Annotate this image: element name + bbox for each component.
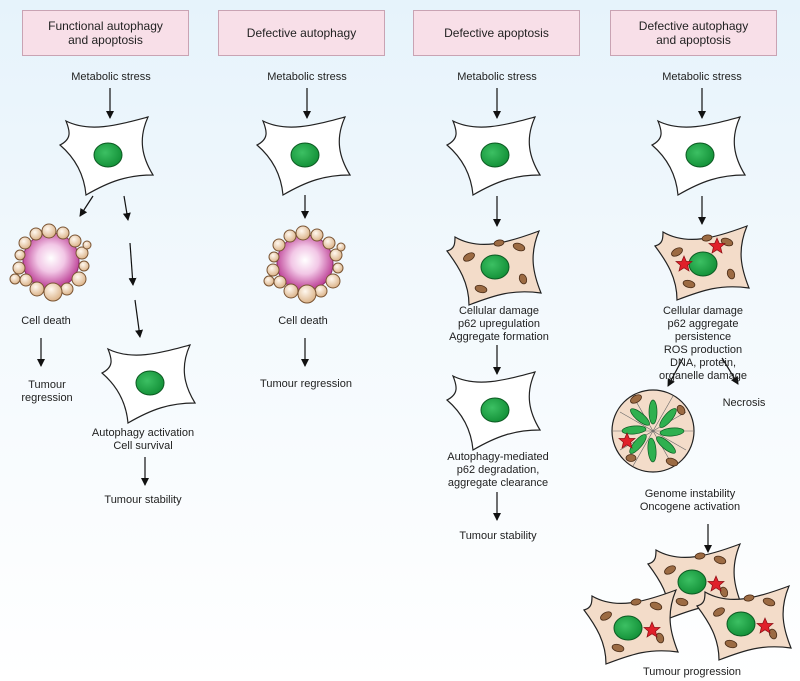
surviving-cell [102,345,195,423]
label-necrosis: Necrosis [722,397,766,409]
header-defective-apoptosis: Defective apoptosis [413,10,580,56]
healthy-cell [447,117,540,195]
label-damage-col4: Cellular damage p62 aggregate persistenc… [658,305,748,382]
mitotic-cell [611,389,695,473]
header-functional-autophagy-apoptosis: Functional autophagy and apoptosis [22,10,189,56]
tumour-cell [697,586,791,660]
label-stress-4: Metabolic stress [662,71,742,83]
label-autophagy-activation: Autophagy activation Cell survival [91,427,195,452]
label-tumour-regression-2: Tumour regression [260,378,352,390]
header-defective-autophagy: Defective autophagy [218,10,385,56]
label-cell-death-1: Cell death [21,315,71,327]
label-degradation: Autophagy-mediated p62 degradation, aggr… [447,451,549,489]
label-stress-1: Metabolic stress [71,71,151,83]
healthy-cell [60,117,153,195]
label-stress-2: Metabolic stress [267,71,347,83]
label-tumour-progression: Tumour progression [642,666,742,678]
label-tumour-stability-1: Tumour stability [104,494,182,506]
label-stress-3: Metabolic stress [457,71,537,83]
damaged-cell-with-ros [654,225,750,301]
label-cell-death-2: Cell death [278,315,328,327]
column-defective-both [584,88,791,664]
dying-cell [9,223,92,302]
label-genome-instability: Genome instability Oncogene activation [639,488,741,513]
column-defective-apoptosis [447,88,541,521]
column-functional [9,88,195,486]
label-tumour-stability-2: Tumour stability [459,530,537,542]
damaged-cell [447,231,541,305]
tumour-cell [584,590,678,664]
label-damage-col3: Cellular damage p62 upregulation Aggrega… [449,305,549,343]
healthy-cell [652,117,745,195]
dying-cell [263,225,346,304]
header-defective-autophagy-apoptosis: Defective autophagy and apoptosis [610,10,777,56]
label-tumour-regression-1: Tumour regression [21,379,73,404]
recovered-cell [447,372,540,450]
healthy-cell [257,117,350,195]
column-defective-autophagy [257,88,350,367]
